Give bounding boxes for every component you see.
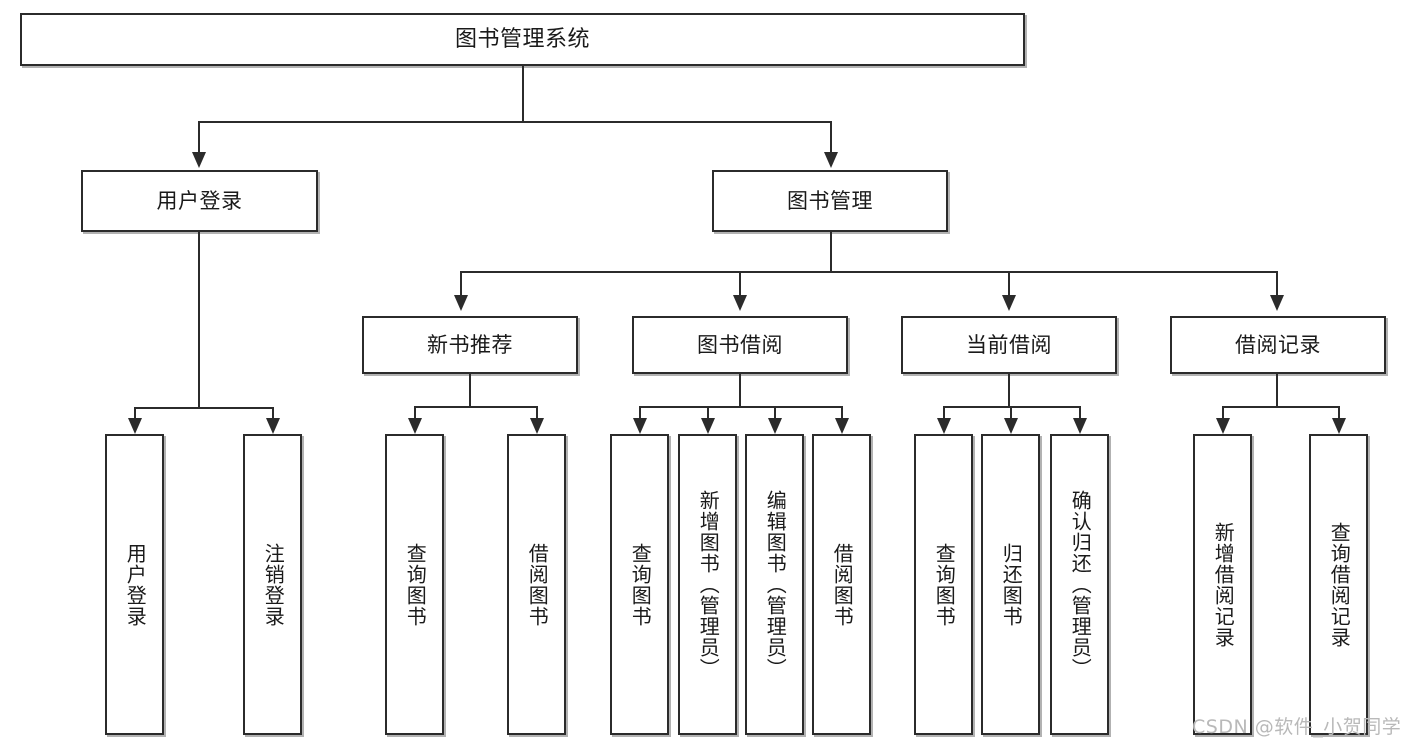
connector-current-to-leaf1 xyxy=(943,406,945,420)
node-label: 注销登录 xyxy=(261,542,286,627)
connector-current-bus xyxy=(943,406,1081,408)
leaf-recommend-borrow-book[interactable]: 借阅图书 xyxy=(507,434,566,735)
connector-current-to-leaf2 xyxy=(1010,406,1012,420)
connector-bookmgmt-to-record xyxy=(1276,271,1278,297)
connector-bookmgmt-bus xyxy=(460,271,1276,273)
arrowhead-borrow-leaf1 xyxy=(633,418,647,434)
node-label: 查询图书 xyxy=(628,542,653,627)
node-borrow-record[interactable]: 借阅记录 xyxy=(1170,316,1386,374)
connector-root-stem xyxy=(522,66,524,122)
leaf-current-query-book[interactable]: 查询图书 xyxy=(914,434,973,735)
arrowhead-record-leaf2 xyxy=(1332,418,1346,434)
node-book-borrow[interactable]: 图书借阅 xyxy=(632,316,848,374)
leaf-record-add-record[interactable]: 新增借阅记录 xyxy=(1193,434,1252,735)
node-label: 新增借阅记录 xyxy=(1211,521,1236,648)
connector-bookmgmt-to-current xyxy=(1008,271,1010,297)
node-label: 图书管理 xyxy=(787,188,873,213)
connector-current-stem xyxy=(1008,374,1010,407)
arrowhead-current xyxy=(1002,295,1016,311)
node-label: 借阅记录 xyxy=(1235,332,1321,357)
connector-userlogin-to-leaf1 xyxy=(134,407,136,420)
arrowhead-current-leaf3 xyxy=(1073,418,1087,434)
connector-root-to-bookmgmt xyxy=(830,121,832,154)
connector-bookmgmt-to-newbook xyxy=(460,271,462,297)
arrowhead-borrow-leaf3 xyxy=(768,418,782,434)
node-book-management[interactable]: 图书管理 xyxy=(712,170,948,232)
connector-userlogin-bus xyxy=(134,407,274,409)
arrowhead-userlogin-leaf1 xyxy=(128,418,142,434)
connector-record-bus xyxy=(1222,406,1340,408)
arrowhead-record-leaf1 xyxy=(1216,418,1230,434)
node-label: 借阅图书 xyxy=(830,542,855,627)
node-label: 图书借阅 xyxy=(697,332,783,357)
node-label: 新增图书（管理员） xyxy=(696,490,721,679)
arrowhead-borrow-leaf2 xyxy=(701,418,715,434)
connector-userlogin-to-leaf2 xyxy=(272,407,274,420)
connector-record-stem xyxy=(1276,374,1278,407)
connector-current-to-leaf3 xyxy=(1079,406,1081,420)
node-label: 新书推荐 xyxy=(427,332,513,357)
leaf-logout[interactable]: 注销登录 xyxy=(243,434,302,735)
arrowhead-borrow xyxy=(733,295,747,311)
node-label: 查询借阅记录 xyxy=(1327,521,1352,648)
connector-userlogin-stem xyxy=(198,232,200,408)
arrowhead-record xyxy=(1270,295,1284,311)
arrowhead-userlogin-leaf2 xyxy=(266,418,280,434)
node-label: 用户登录 xyxy=(156,188,243,213)
leaf-borrow-query-book[interactable]: 查询图书 xyxy=(610,434,669,735)
leaf-current-return-book[interactable]: 归还图书 xyxy=(981,434,1040,735)
node-user-login[interactable]: 用户登录 xyxy=(81,170,318,232)
arrowhead-userlogin xyxy=(192,152,206,168)
leaf-borrow-add-book[interactable]: 新增图书（管理员） xyxy=(678,434,737,735)
connector-borrow-stem xyxy=(739,374,741,407)
connector-record-to-leaf2 xyxy=(1338,406,1340,420)
leaf-record-query-record[interactable]: 查询借阅记录 xyxy=(1309,434,1368,735)
connector-bookmgmt-stem xyxy=(830,232,832,272)
leaf-borrow-borrow-book[interactable]: 借阅图书 xyxy=(812,434,871,735)
arrowhead-newbook xyxy=(454,295,468,311)
arrowhead-current-leaf2 xyxy=(1004,418,1018,434)
node-label: 用户登录 xyxy=(123,542,148,627)
connector-newbook-stem xyxy=(469,374,471,407)
leaf-current-confirm-return[interactable]: 确认归还（管理员） xyxy=(1050,434,1109,735)
connector-borrow-to-leaf4 xyxy=(841,406,843,420)
connector-borrow-to-leaf2 xyxy=(707,406,709,420)
node-label: 编辑图书（管理员） xyxy=(763,490,788,679)
connector-newbook-bus xyxy=(414,406,538,408)
connector-root-bus xyxy=(198,121,832,123)
arrowhead-newbook-leaf1 xyxy=(408,418,422,434)
connector-newbook-to-leaf2 xyxy=(536,406,538,420)
connector-root-to-userlogin xyxy=(198,121,200,154)
connector-borrow-bus xyxy=(639,406,843,408)
node-label: 归还图书 xyxy=(999,542,1024,627)
arrowhead-bookmgmt xyxy=(824,152,838,168)
arrowhead-borrow-leaf4 xyxy=(835,418,849,434)
connector-bookmgmt-to-borrow xyxy=(739,271,741,297)
connector-record-to-leaf1 xyxy=(1222,406,1224,420)
node-label: 查询图书 xyxy=(932,542,957,627)
node-label: 当前借阅 xyxy=(966,332,1052,357)
node-new-book-recommend[interactable]: 新书推荐 xyxy=(362,316,578,374)
connector-borrow-to-leaf3 xyxy=(774,406,776,420)
connector-borrow-to-leaf1 xyxy=(639,406,641,420)
watermark-text: CSDN @软件_小贺同学 xyxy=(1192,716,1402,738)
connector-newbook-to-leaf1 xyxy=(414,406,416,420)
node-label: 查询图书 xyxy=(403,542,428,627)
node-label: 图书管理系统 xyxy=(454,26,590,52)
leaf-recommend-query-book[interactable]: 查询图书 xyxy=(385,434,444,735)
leaf-user-login[interactable]: 用户登录 xyxy=(105,434,164,735)
node-label: 确认归还（管理员） xyxy=(1068,490,1093,679)
node-current-borrow[interactable]: 当前借阅 xyxy=(901,316,1117,374)
arrowhead-current-leaf1 xyxy=(937,418,951,434)
arrowhead-newbook-leaf2 xyxy=(530,418,544,434)
node-root-system[interactable]: 图书管理系统 xyxy=(20,13,1025,66)
node-label: 借阅图书 xyxy=(525,542,550,627)
leaf-borrow-edit-book[interactable]: 编辑图书（管理员） xyxy=(745,434,804,735)
